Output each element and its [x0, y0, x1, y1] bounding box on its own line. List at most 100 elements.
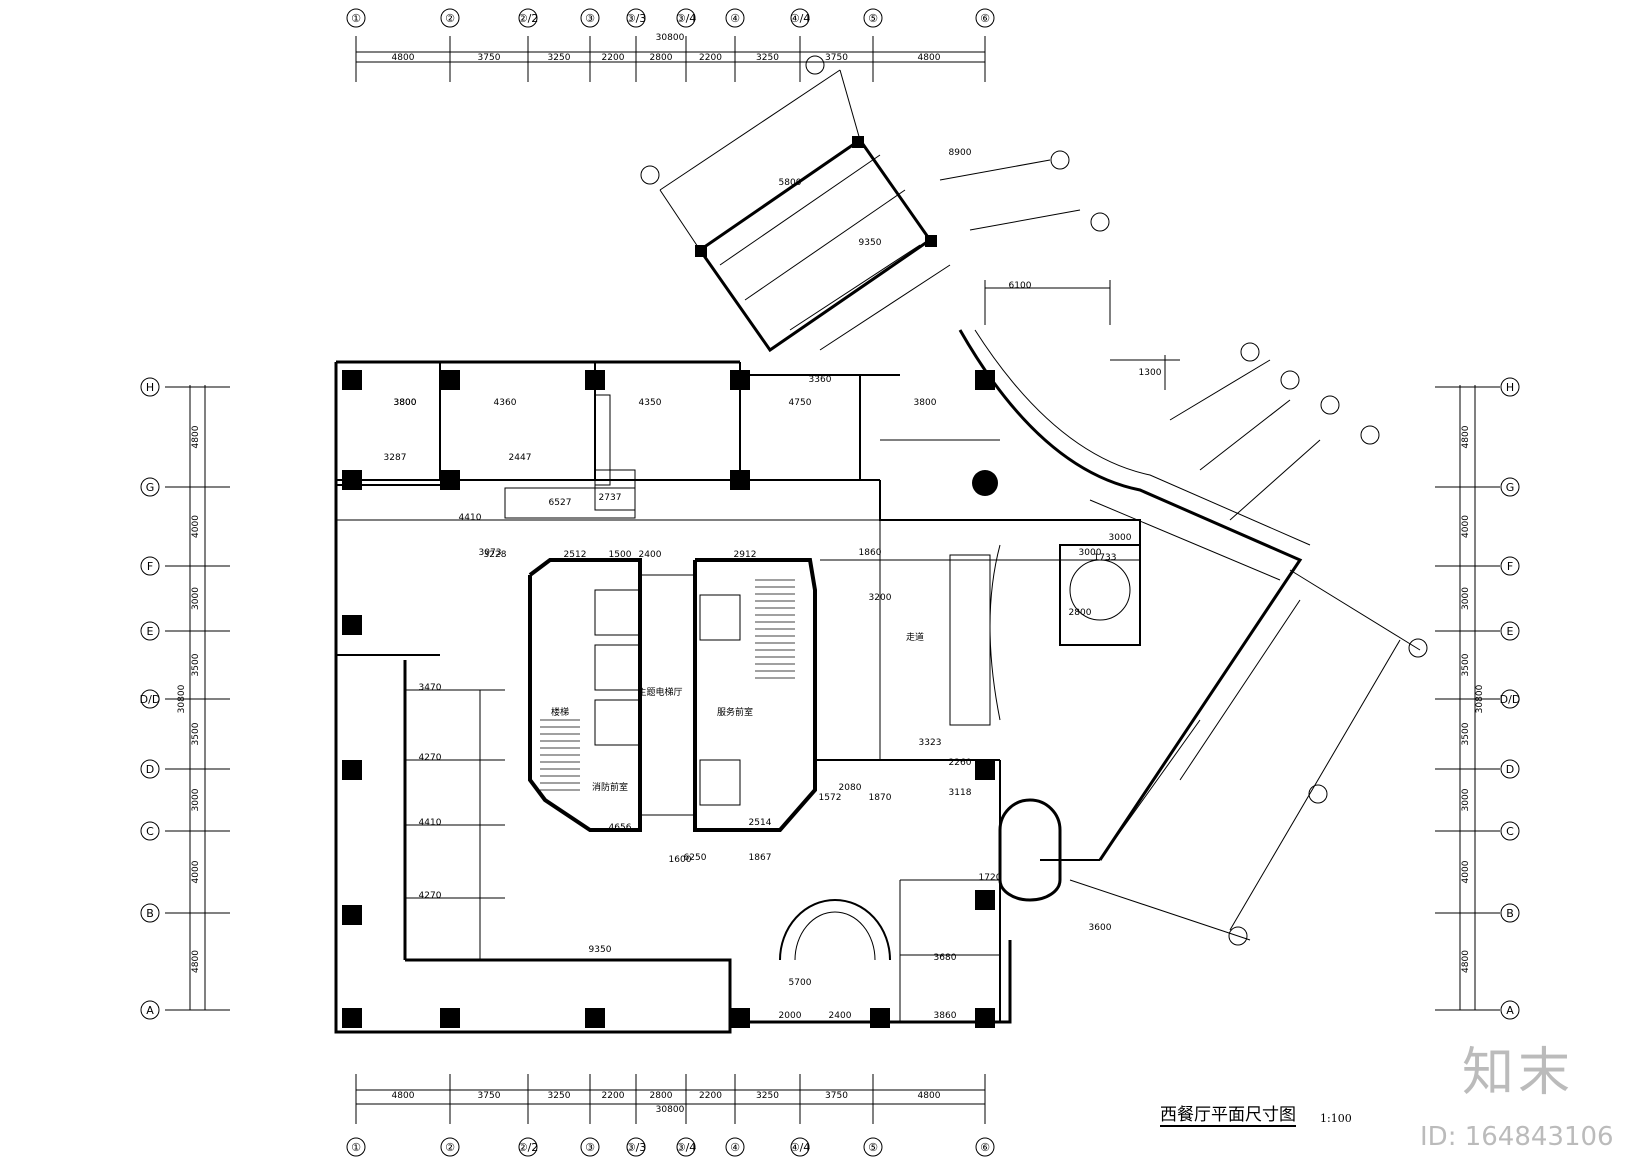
left-axis-bubble: [140, 821, 160, 841]
bottom-dim-label: 3750: [825, 1091, 848, 1101]
inner-dim-label: 2512: [564, 550, 587, 560]
top-axis-bubble: [518, 8, 538, 28]
top-axis-bubble: [580, 8, 600, 28]
bottom-dim-label: 3750: [478, 1091, 501, 1101]
room-label: 服务前室: [717, 706, 753, 718]
bottom-dim-label: 4800: [918, 1091, 941, 1101]
room-label: 楼梯: [551, 706, 569, 718]
inner-dim-label: 3000: [1079, 548, 1102, 558]
top-total-label: 30800: [656, 33, 685, 43]
left-axis-label: G: [146, 481, 155, 494]
left-axis-label: F: [147, 560, 153, 573]
inner-dim-label: 3800: [394, 398, 417, 408]
bottom-axis-label: ⑥: [980, 1141, 990, 1154]
top-axis-label: ②: [445, 12, 455, 25]
bottom-axis-label: ②/2: [518, 1141, 539, 1154]
building-outline: [334, 360, 1012, 1034]
right-axis-bubble: [1500, 556, 1520, 576]
column: [342, 470, 362, 490]
bottom-axis-label: ⑤: [868, 1141, 878, 1154]
bottom-dim-label: 2800: [650, 1091, 673, 1101]
top-axis-bubble: [626, 8, 646, 28]
right-dim-label: 4000: [1461, 860, 1471, 883]
column: [342, 615, 362, 635]
bottom-axis-label: ④: [730, 1141, 740, 1154]
right-dim-label: 3500: [1461, 722, 1471, 745]
bottom-axis-bubble: [626, 1137, 646, 1157]
inner-dim-label: 3073: [479, 548, 502, 558]
top-dim-label: 2200: [699, 53, 722, 63]
bottom-axis-bubble: [790, 1137, 810, 1157]
column: [975, 370, 995, 390]
inner-dim-label: 3680: [934, 953, 957, 963]
left-axis-bubble: [140, 1000, 160, 1020]
left-axis-label: H: [146, 381, 154, 394]
bottom-dim-label: 2200: [699, 1091, 722, 1101]
left-axis-bubble: [140, 556, 160, 576]
bottom-axis-bubble: [346, 1137, 366, 1157]
inner-dim-label: 4656: [609, 823, 632, 833]
bottom-axis-label: ①: [351, 1141, 361, 1154]
column: [975, 890, 995, 910]
bottom-axis-bubble: [975, 1137, 995, 1157]
top-axis-bubble: [346, 8, 366, 28]
top-axis-label: ③/3: [626, 12, 647, 25]
inner-dim-label: 3360: [809, 375, 832, 385]
inner-dim-label: 3287: [384, 453, 407, 463]
left-dimension-chain: HGFED/DDCBA48004000300035003500300040004…: [140, 377, 230, 1020]
column: [975, 760, 995, 780]
left-axis-label: E: [147, 625, 154, 638]
right-axis-bubble: [1500, 689, 1520, 709]
right-total-label: 30800: [1475, 684, 1485, 713]
bottom-dim-label: 4800: [392, 1091, 415, 1101]
top-axis-bubble: [863, 8, 883, 28]
inner-dim-label: 3118: [949, 788, 972, 798]
left-axis-bubble: [140, 903, 160, 923]
bottom-axis-label: ③/4: [676, 1141, 697, 1154]
left-axis-label: A: [146, 1004, 154, 1017]
right-dim-label: 3000: [1461, 788, 1471, 811]
left-dim-label: 4000: [191, 860, 201, 883]
column: [342, 760, 362, 780]
room-label: 消防前室: [592, 781, 628, 793]
inner-dim-label: 3228: [484, 550, 507, 560]
left-axis-bubble: [140, 689, 160, 709]
column: [440, 1008, 460, 1028]
bottom-axis-label: ③: [585, 1141, 595, 1154]
drawing-title: 西餐厅平面尺寸图: [1160, 1100, 1296, 1127]
top-axis-bubble: [790, 8, 810, 28]
top-dim-label: 3250: [756, 53, 779, 63]
top-axis-label: ①: [351, 12, 361, 25]
inner-dim-label: 5800: [779, 178, 802, 188]
inner-dim-label: 4350: [639, 398, 662, 408]
left-dim-label: 3000: [191, 587, 201, 610]
right-dim-label: 3500: [1461, 653, 1471, 676]
inner-dim-label: 2260: [949, 758, 972, 768]
inner-dim-label: 3800: [914, 398, 937, 408]
left-dim-label: 3000: [191, 788, 201, 811]
top-dim-label: 3750: [825, 53, 848, 63]
watermark-logo: 知末: [1462, 1043, 1575, 1103]
inner-dim-label: 2737: [599, 493, 622, 503]
right-dimension-chain: HGFED/DDCBA48004000300035003500300040004…: [1435, 377, 1520, 1020]
inner-dim-label: 2400: [829, 1011, 852, 1021]
left-dim-label: 3500: [191, 653, 201, 676]
bottom-axis-bubble: [676, 1137, 696, 1157]
left-dim-label: 4800: [191, 950, 201, 973]
top-axis-bubble: [676, 8, 696, 28]
inner-dim-label: 1870: [869, 793, 892, 803]
column: [975, 1008, 995, 1028]
bottom-axis-bubble: [863, 1137, 883, 1157]
inner-dim-label: 3600: [1089, 923, 1112, 933]
column: [870, 1008, 890, 1028]
bottom-dim-label: 3250: [548, 1091, 571, 1101]
inner-dim-label: 3323: [919, 738, 942, 748]
inner-dim-label: 1600: [669, 855, 692, 865]
inner-dim-label: 4410: [459, 513, 482, 523]
right-dim-label: 4000: [1461, 515, 1471, 538]
inner-dim-label: 3000: [1109, 533, 1132, 543]
curved-facade: [958, 280, 1428, 946]
